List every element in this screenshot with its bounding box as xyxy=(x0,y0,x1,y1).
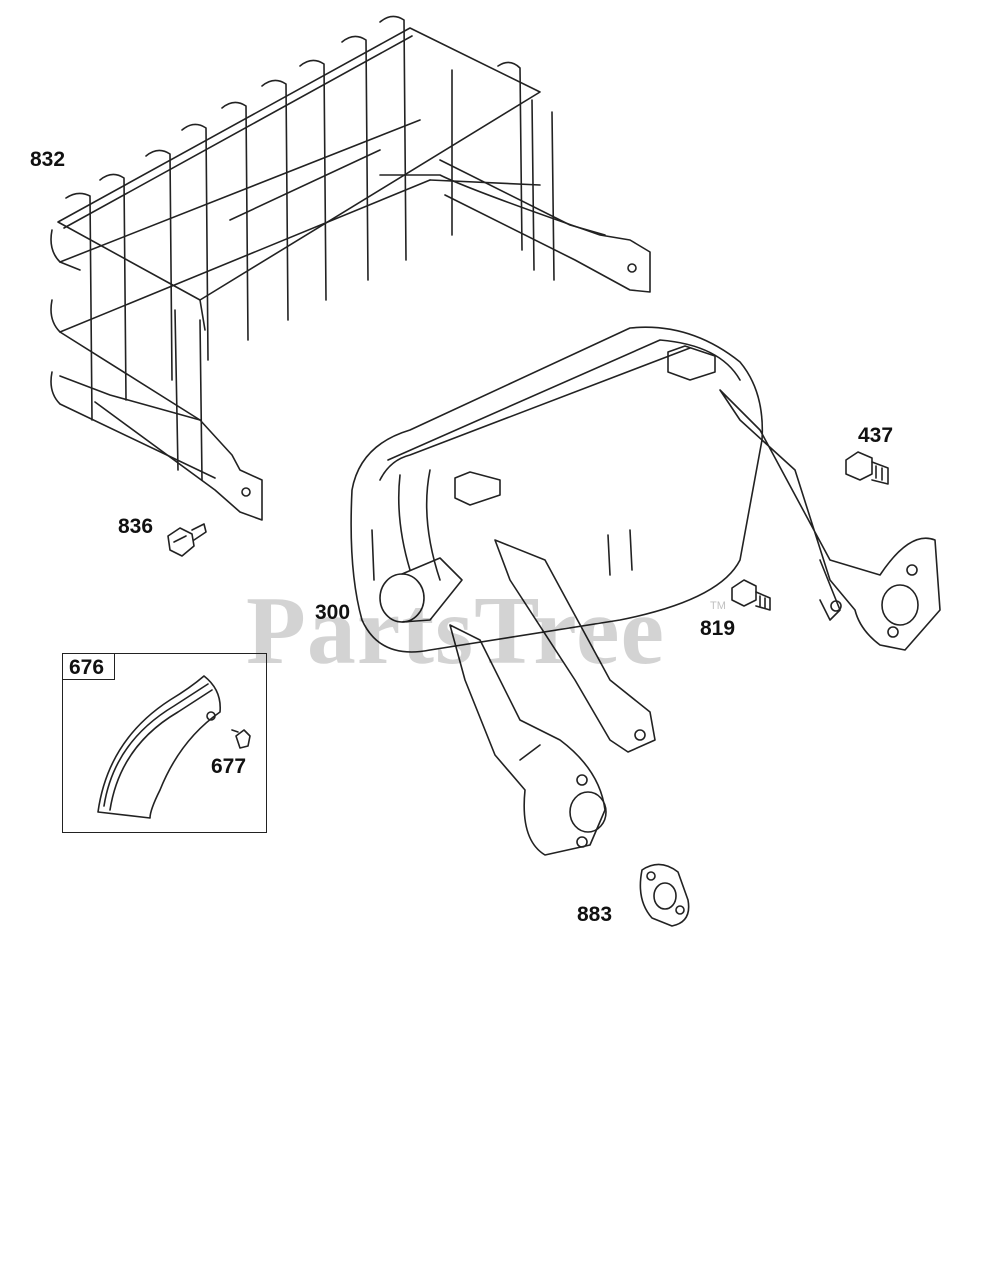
callout-677[interactable]: 677 xyxy=(211,755,247,778)
callout-300[interactable]: 300 xyxy=(315,601,351,624)
wire-guard-832 xyxy=(50,15,651,521)
screw-677 xyxy=(231,729,251,749)
bolt-437 xyxy=(845,451,889,485)
callout-676[interactable]: 676 xyxy=(69,656,105,679)
inset-box xyxy=(62,653,267,833)
callout-836[interactable]: 836 xyxy=(118,515,154,538)
trademark-mark: TM xyxy=(710,600,726,612)
gasket-883 xyxy=(639,863,690,927)
inset-tab xyxy=(62,653,115,680)
watermark: PartsTree xyxy=(246,577,665,685)
callout-883[interactable]: 883 xyxy=(577,903,613,926)
callout-819[interactable]: 819 xyxy=(700,617,736,640)
deflector-676 xyxy=(97,675,221,819)
callout-832[interactable]: 832 xyxy=(30,148,66,171)
muffler-300 xyxy=(350,326,941,856)
bolt-819 xyxy=(731,579,771,611)
screw-836 xyxy=(167,523,207,557)
callout-437[interactable]: 437 xyxy=(858,424,894,447)
